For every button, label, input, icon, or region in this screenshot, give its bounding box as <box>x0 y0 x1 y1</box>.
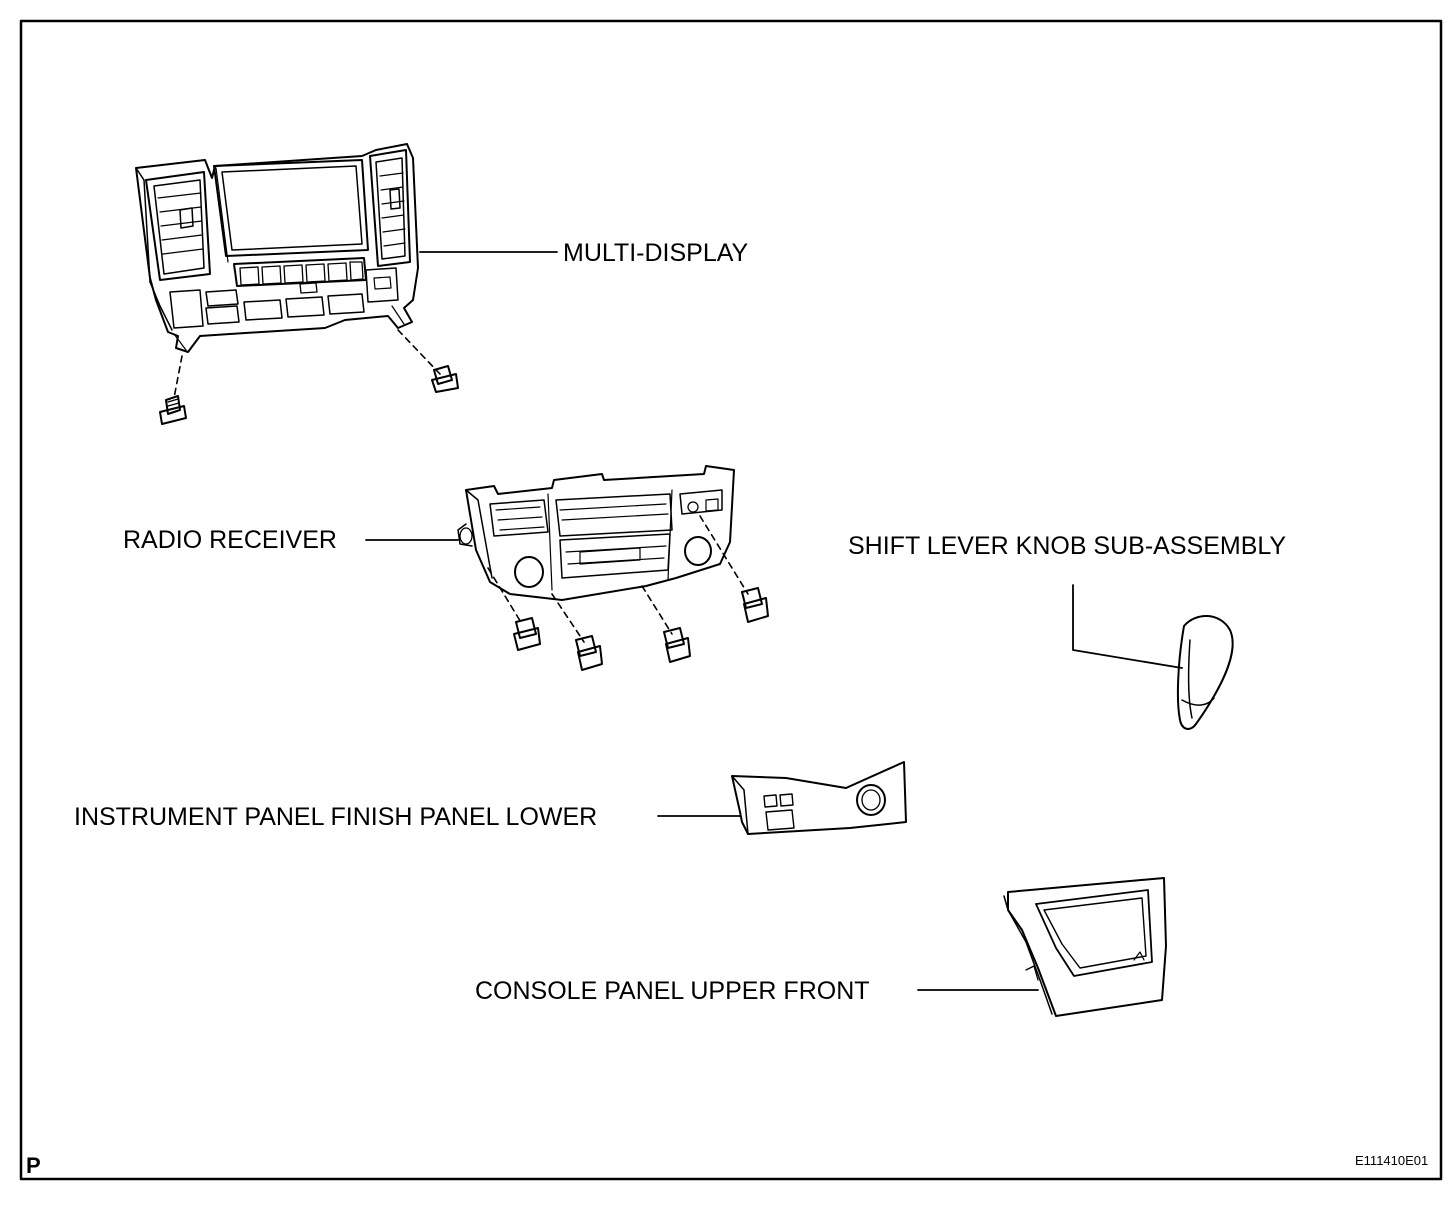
console-panel-part <box>1003 877 1167 1017</box>
shift-lever-leader <box>1072 584 1183 669</box>
finish-panel-lower-label: INSTRUMENT PANEL FINISH PANEL LOWER <box>74 803 598 831</box>
figure-code: E111410E01 <box>1355 1153 1429 1168</box>
shift-lever-knob-label: SHIFT LEVER KNOB SUB-ASSEMBLY <box>848 532 1287 560</box>
finish-panel-lower-part <box>731 761 907 835</box>
shift-lever-knob-part <box>1176 615 1234 730</box>
corner-mark-p: P <box>26 1153 41 1178</box>
console-panel-label: CONSOLE PANEL UPPER FRONT <box>475 977 870 1005</box>
diagram-frame <box>19 19 1443 1181</box>
multi-display-part <box>135 143 459 425</box>
multi-display-label: MULTI-DISPLAY <box>563 239 749 267</box>
radio-receiver-label: RADIO RECEIVER <box>123 526 337 554</box>
radio-receiver-part <box>457 465 769 671</box>
